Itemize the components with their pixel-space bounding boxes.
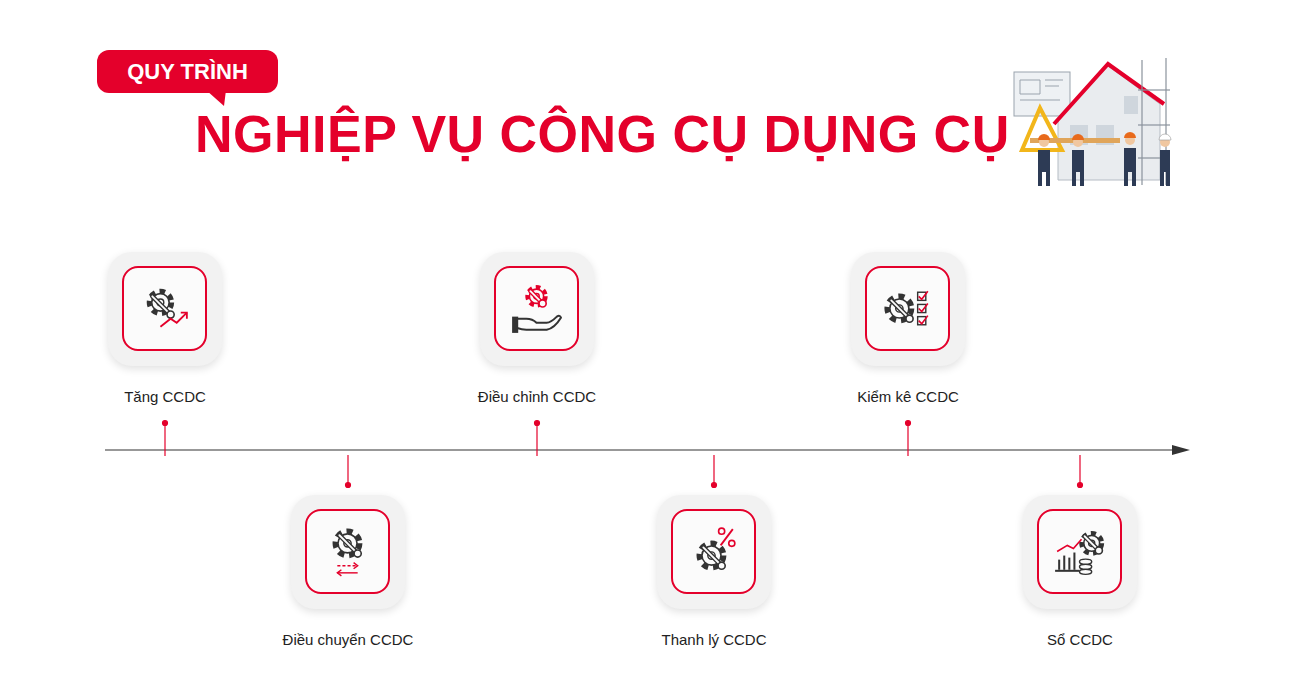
step-label: Thanh lý CCDC	[599, 631, 829, 649]
tool-icon	[317, 521, 378, 582]
tool-icon	[683, 521, 744, 582]
icon-tile	[291, 495, 405, 609]
step-label: Kiểm kê CCDC	[793, 388, 1023, 406]
tool-icon	[134, 278, 195, 339]
icon-tile	[851, 252, 965, 366]
tool-icon	[877, 278, 938, 339]
diagram-title: NGHIỆP VỤ CÔNG CỤ DỤNG CỤ	[195, 108, 1010, 160]
step-node: Kiểm kê CCDC	[793, 252, 1023, 406]
timeline-ticks	[163, 421, 1083, 488]
icon-tile	[1023, 495, 1137, 609]
step-label: Điều chỉnh CCDC	[422, 388, 652, 406]
timeline-axis	[105, 449, 1178, 450]
title-badge: QUY TRÌNH	[97, 50, 278, 93]
step-node: Thanh lý CCDC	[599, 495, 829, 649]
step-node: Tăng CCDC	[50, 252, 280, 406]
icon-frame	[865, 266, 950, 351]
icon-frame	[122, 266, 207, 351]
icon-tile	[657, 495, 771, 609]
step-label: Tăng CCDC	[50, 388, 280, 406]
step-node: Sổ CCDC	[965, 495, 1195, 649]
icon-frame	[494, 266, 579, 351]
icon-tile	[480, 252, 594, 366]
icon-frame	[305, 509, 390, 594]
icon-frame	[671, 509, 756, 594]
step-node: Điều chỉnh CCDC	[422, 252, 652, 406]
icon-tile	[108, 252, 222, 366]
tool-icon	[1049, 521, 1110, 582]
badge-text: QUY TRÌNH	[97, 50, 278, 93]
icon-frame	[1037, 509, 1122, 594]
step-node: Điều chuyển CCDC	[233, 495, 463, 649]
tool-icon	[506, 278, 567, 339]
axis-arrowhead	[1172, 445, 1190, 455]
step-label: Sổ CCDC	[965, 631, 1195, 649]
step-label: Điều chuyển CCDC	[233, 631, 463, 649]
construction-illustration	[1014, 58, 1171, 186]
